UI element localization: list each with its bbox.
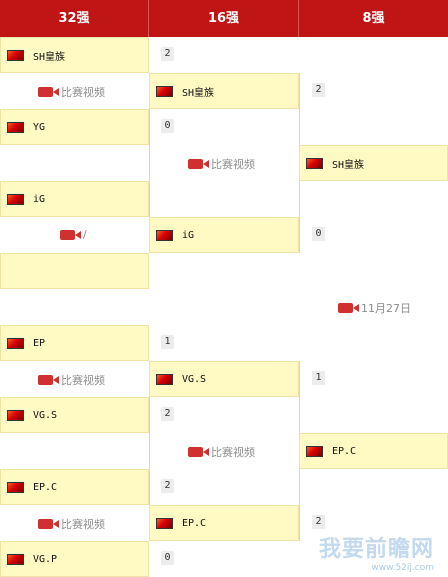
- team-flag-icon: [156, 229, 173, 241]
- r32-team-slot[interactable]: SH皇族: [0, 37, 149, 73]
- team-name: SH皇族: [332, 159, 365, 171]
- r16-team-slot[interactable]: EP.C: [149, 505, 299, 541]
- watermark-main: 我要前瞻网: [318, 537, 434, 562]
- team-flag-icon: [7, 121, 24, 133]
- video-link[interactable]: 比赛视频: [188, 444, 255, 460]
- video-camera-icon: [38, 519, 59, 529]
- team-name: iG: [182, 229, 195, 241]
- header-round-of-32: 32强: [58, 11, 90, 26]
- r16-team-slot[interactable]: iG: [149, 217, 299, 253]
- team-flag-icon: [156, 85, 173, 97]
- r16-score: 2: [312, 83, 325, 97]
- r32-score: 0: [161, 119, 174, 133]
- r16-score: 0: [312, 227, 325, 241]
- header-quarterfinal: 8强: [362, 11, 385, 26]
- r32-score: 0: [161, 551, 174, 565]
- match-date-link[interactable]: 11月27日: [338, 300, 411, 316]
- match-date: 11月27日: [361, 302, 411, 315]
- r16-team-slot[interactable]: VG.S: [149, 361, 299, 397]
- video-link[interactable]: /: [60, 228, 87, 241]
- bracket-connector: [149, 397, 150, 505]
- header-divider: [148, 0, 149, 37]
- r16-team-slot[interactable]: SH皇族: [149, 73, 299, 109]
- r32-team-slot[interactable]: VG.P: [0, 541, 149, 577]
- team-flag-icon: [7, 193, 24, 205]
- r32-score: 1: [161, 335, 174, 349]
- team-name: YG: [33, 121, 46, 133]
- team-name: EP: [33, 337, 46, 349]
- r8-team-slot[interactable]: EP.C: [299, 433, 448, 469]
- team-flag-icon: [306, 157, 323, 169]
- video-link-label: 比赛视频: [211, 446, 255, 459]
- team-flag-icon: [7, 337, 24, 349]
- video-camera-icon: [38, 87, 59, 97]
- r16-score: 1: [312, 371, 325, 385]
- team-name: EP.C: [182, 517, 207, 529]
- team-flag-icon: [7, 409, 24, 421]
- watermark-url: www.52ij.com: [371, 563, 434, 573]
- team-name: SH皇族: [33, 51, 66, 63]
- r32-score: 2: [161, 407, 174, 421]
- r32-score: 2: [161, 479, 174, 493]
- team-name: EP.C: [33, 481, 58, 493]
- r32-team-slot[interactable]: EP.C: [0, 469, 149, 505]
- team-name: VG.S: [33, 409, 58, 421]
- video-camera-icon: [338, 303, 359, 313]
- site-watermark: 我要前瞻网 www.52ij.com: [319, 531, 434, 573]
- video-camera-icon: [188, 159, 209, 169]
- video-camera-icon: [60, 229, 81, 240]
- video-link[interactable]: 比赛视频: [38, 516, 105, 532]
- team-flag-icon: [306, 445, 323, 457]
- bracket-header: 32强 16强 8强: [0, 0, 448, 37]
- header-divider: [298, 0, 299, 37]
- video-link[interactable]: 比赛视频: [38, 372, 105, 388]
- r32-score: 2: [161, 47, 174, 61]
- team-flag-icon: [156, 517, 173, 529]
- r8-team-slot[interactable]: SH皇族: [299, 145, 448, 181]
- r32-empty-slot: [0, 253, 149, 289]
- team-flag-icon: [7, 481, 24, 493]
- video-link[interactable]: 比赛视频: [188, 156, 255, 172]
- video-link-label: 比赛视频: [211, 158, 255, 171]
- video-camera-icon: [188, 447, 209, 457]
- video-link[interactable]: 比赛视频: [38, 84, 105, 100]
- team-name: iG: [33, 193, 46, 205]
- r32-team-slot[interactable]: YG: [0, 109, 149, 145]
- team-name: VG.P: [33, 553, 58, 565]
- r32-team-slot[interactable]: EP: [0, 325, 149, 361]
- r32-team-slot[interactable]: iG: [0, 181, 149, 217]
- video-link-label: 比赛视频: [61, 86, 105, 99]
- video-link-label: /: [83, 228, 87, 241]
- video-camera-icon: [38, 375, 59, 385]
- team-flag-icon: [7, 49, 24, 61]
- r32-video-row: [0, 73, 149, 109]
- team-flag-icon: [7, 553, 24, 565]
- bracket-connector: [149, 109, 150, 217]
- video-link-label: 比赛视频: [61, 374, 105, 387]
- team-name: SH皇族: [182, 87, 215, 99]
- r32-team-slot[interactable]: VG.S: [0, 397, 149, 433]
- r16-score: 2: [312, 515, 325, 529]
- header-round-of-16: 16强: [207, 11, 240, 26]
- team-flag-icon: [156, 373, 173, 385]
- video-link-label: 比赛视频: [61, 518, 105, 531]
- team-name: VG.S: [182, 373, 207, 385]
- team-name: EP.C: [332, 445, 357, 457]
